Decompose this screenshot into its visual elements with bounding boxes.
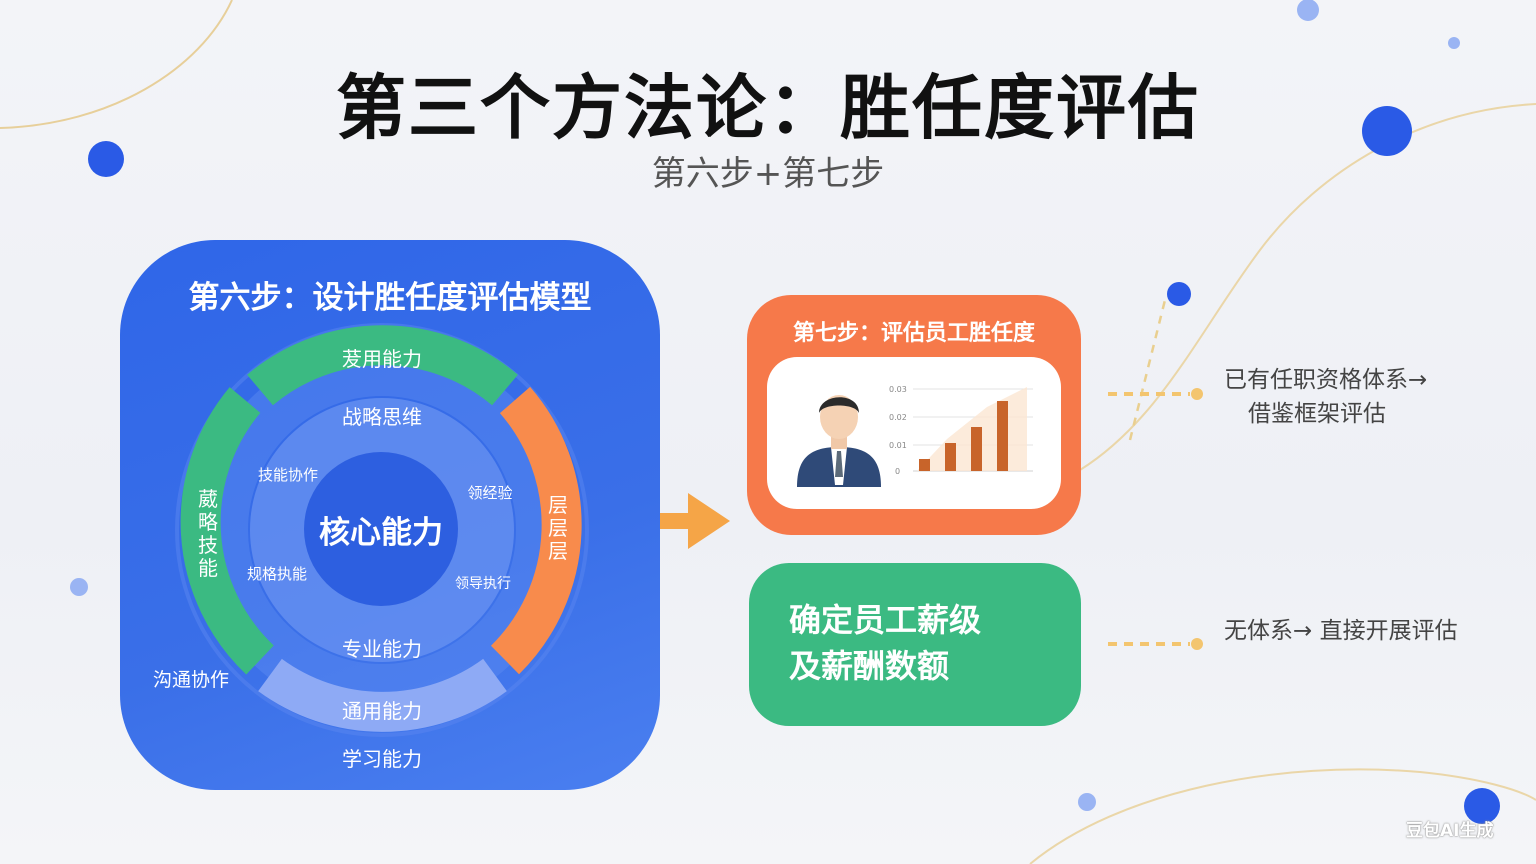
decor-dot bbox=[1078, 793, 1096, 811]
note-no-system: 无体系→ 直接开展评估 bbox=[1224, 618, 1458, 644]
step6-panel: 第六步：设计胜任度评估模型 茇用能力 战略思维 葳略技能 层层层 技能协作 领经… bbox=[120, 240, 660, 790]
salary-line1: 确定员工薪级 bbox=[789, 601, 982, 639]
ring-label-upper-left: 技能协作 bbox=[257, 466, 318, 484]
chart-tick-label: 0.01 bbox=[889, 441, 907, 450]
decor-dot bbox=[1448, 37, 1460, 49]
chart-tick-label: 0 bbox=[895, 467, 900, 476]
step6-title: 第六步：设计胜任度评估模型 bbox=[188, 280, 592, 316]
decor-dot bbox=[1167, 282, 1191, 306]
decor-dot bbox=[88, 141, 124, 177]
ring-label-lower-right: 领导执行 bbox=[455, 576, 511, 592]
person-icon bbox=[797, 395, 881, 487]
step7-illustration: 0.03 0.02 0.01 0 bbox=[767, 357, 1061, 509]
ring-label-top-outer: 茇用能力 bbox=[342, 347, 422, 371]
note-existing-system-line1: 已有任职资格体系→ bbox=[1224, 367, 1428, 393]
ring-label-upper-right: 领经验 bbox=[467, 484, 513, 502]
step7-title: 第七步：评估员工胜任度 bbox=[792, 321, 1035, 346]
ring-label-top-inner: 战略思维 bbox=[342, 405, 422, 429]
chart-tick-label: 0.02 bbox=[889, 413, 907, 422]
ring-label-bottom-inner: 专业能力 bbox=[342, 637, 422, 661]
decor-dot bbox=[1362, 106, 1412, 156]
ring-label-left-outer: 葳略技能 bbox=[198, 487, 218, 580]
step7-card: 第七步：评估员工胜任度 0.03 0.02 0.01 0 bbox=[747, 295, 1081, 535]
page-subtitle: 第六步+第七步 bbox=[651, 154, 885, 194]
note-existing-system-line2: 借鉴框架评估 bbox=[1248, 401, 1386, 427]
chart-tick-label: 0.03 bbox=[889, 385, 907, 394]
salary-card: 确定员工薪级 及薪酬数额 bbox=[749, 563, 1081, 726]
ring-label-bottom-left: 沟通协作 bbox=[152, 669, 229, 691]
core-label: 核心能力 bbox=[319, 514, 443, 551]
core-competency: 核心能力 bbox=[304, 452, 458, 606]
page-title: 第三个方法论：胜任度评估 bbox=[336, 67, 1200, 149]
watermark: 豆包AI生成 bbox=[1406, 821, 1494, 841]
salary-text: 确定员工薪级 及薪酬数额 bbox=[789, 597, 981, 689]
ring-label-lower-left: 规格执能 bbox=[246, 565, 307, 583]
ring-label-bottom-outer: 通用能力 bbox=[342, 699, 422, 723]
decor-dot bbox=[1297, 0, 1319, 21]
ring-label-bottom-extra: 学习能力 bbox=[342, 747, 422, 771]
bar-chart-icon: 0.03 0.02 0.01 0 bbox=[889, 385, 1033, 476]
decor-dot bbox=[1464, 788, 1500, 824]
decor-dot bbox=[70, 578, 88, 596]
salary-line2: 及薪酬数额 bbox=[789, 647, 950, 685]
ring-label-right-outer: 层层层 bbox=[548, 493, 568, 563]
